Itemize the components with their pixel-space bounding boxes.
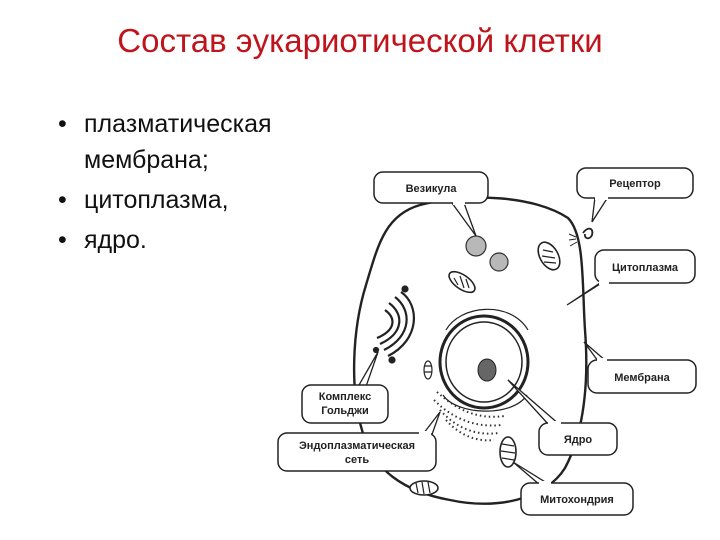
label-mitochondrion: Митохондрия	[540, 494, 614, 506]
mitochondrion-2	[448, 270, 476, 294]
cell-membrane	[352, 196, 588, 505]
bullet-list: • плазматическая мембрана; • цитоплазма,…	[58, 106, 358, 262]
bullet-text-cont: мембрана;	[84, 146, 209, 174]
mitochondrion-4	[409, 480, 439, 496]
label-golgi-line1: Комплекс	[319, 391, 372, 403]
bullet-marker: •	[58, 186, 67, 214]
callout-cytoplasm: Цитоплазма	[566, 249, 696, 306]
label-cytoplasm: Цитоплазма	[612, 262, 679, 274]
callout-golgi: Комплекс Гольджи	[301, 351, 389, 424]
callout-er: Эндоплазматическая сеть	[277, 411, 441, 472]
label-vesicle: Везикула	[406, 183, 458, 195]
bullet-text: цитоплазма,	[84, 186, 229, 214]
label-receptor: Рецептор	[609, 178, 661, 190]
label-membrane: Мембрана	[614, 372, 670, 384]
bullet-marker: •	[58, 226, 67, 254]
vesicle-2	[489, 252, 509, 272]
label-er-line1: Эндоплазматическая	[299, 440, 415, 452]
label-er-line2: сеть	[345, 454, 369, 466]
label-nucleus: Ядро	[564, 434, 593, 446]
callout-membrane: Мембрана	[583, 341, 697, 394]
callout-nucleus: Ядро	[507, 379, 618, 456]
endoplasmic-reticulum	[433, 391, 506, 442]
bullet-item: • цитоплазма,	[58, 182, 358, 218]
bullet-marker: •	[58, 110, 67, 138]
callout-receptor: Рецептор	[576, 167, 694, 223]
mitochondrion-1	[537, 241, 561, 271]
small-vesicles	[423, 360, 433, 380]
nucleus	[438, 308, 530, 412]
vesicle-1	[465, 235, 487, 257]
bullet-text: ядро.	[84, 226, 147, 254]
label-golgi-line2: Гольджи	[321, 405, 368, 417]
bullet-item: • ядро.	[58, 222, 358, 258]
bullet-text: плазматическая	[84, 110, 272, 138]
golgi-apparatus	[372, 285, 415, 364]
mitochondrion-3	[499, 436, 517, 468]
callout-vesicle: Везикула	[373, 171, 489, 237]
receptor-icon	[568, 227, 594, 247]
bullet-item: • плазматическая мембрана;	[58, 106, 358, 178]
slide-title: Состав эукариотической клетки	[117, 22, 603, 59]
callout-mitochondrion: Митохондрия	[512, 461, 634, 516]
